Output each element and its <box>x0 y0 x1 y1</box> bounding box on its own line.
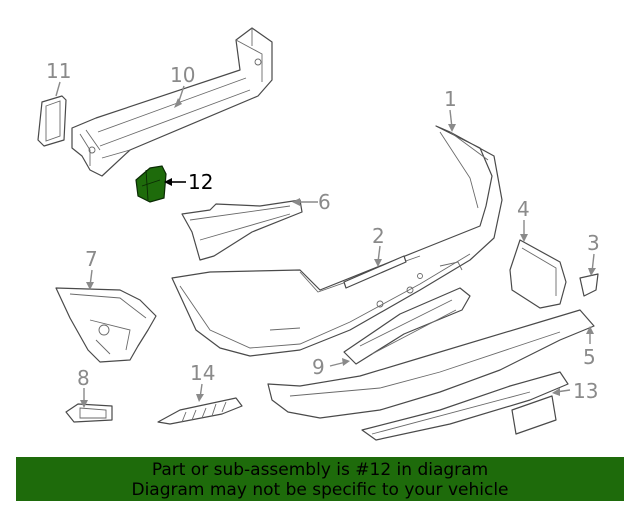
callout-8: 8 <box>77 366 90 390</box>
callout-9: 9 <box>312 355 325 379</box>
banner-line-2: Diagram may not be specific to your vehi… <box>131 480 509 500</box>
callout-5: 5 <box>583 345 596 369</box>
callout-13: 13 <box>573 379 598 403</box>
part-5-lower-trim <box>267 309 595 419</box>
callout-2: 2 <box>372 224 385 248</box>
part-9-absorber <box>343 287 471 365</box>
callout-6: 6 <box>318 190 331 214</box>
part-13-valance <box>361 371 569 441</box>
part-10-reinforcement-bar <box>71 27 273 177</box>
callout-1: 1 <box>444 87 457 111</box>
part-4-side-panel <box>509 239 567 309</box>
part-14-grille <box>157 397 243 425</box>
callout-14: 14 <box>190 361 215 385</box>
part-6-side-bracket <box>181 199 303 261</box>
part-11-cap <box>37 95 67 147</box>
callout-7: 7 <box>85 247 98 271</box>
callout-10: 10 <box>170 63 195 87</box>
callout-4: 4 <box>517 197 530 221</box>
leader-lines <box>55 81 596 408</box>
callout-11: 11 <box>46 59 71 83</box>
part-13-plate <box>511 395 557 435</box>
part-8-reflector <box>65 403 113 423</box>
info-banner: Part or sub-assembly is #12 in diagram D… <box>16 457 624 501</box>
parts-diagram: 11 10 12 1 6 2 4 3 7 5 9 8 14 13 <box>37 27 600 441</box>
part-3-clip <box>579 273 599 297</box>
banner-line-1: Part or sub-assembly is #12 in diagram <box>151 460 489 480</box>
part-2-strip <box>343 255 407 289</box>
part-7-side-duct <box>55 287 157 363</box>
part-1-bumper-cover <box>171 125 503 357</box>
part-12-bracket-highlighted <box>135 165 167 203</box>
callout-3: 3 <box>587 231 600 255</box>
callout-12: 12 <box>188 170 213 194</box>
